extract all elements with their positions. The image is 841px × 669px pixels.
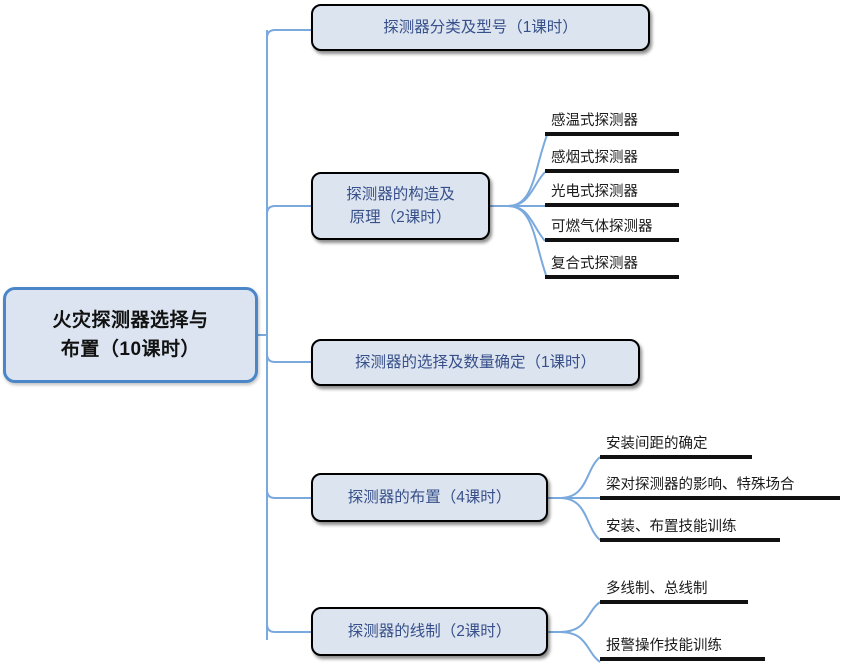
leaf-node-installation-training-label: 安装、布置技能训练 [606,518,737,535]
branch-node-classification[interactable]: 探测器分类及型号（1课时） [311,4,650,51]
root-node-line-1: 火灾探测器选择与 [52,309,209,331]
leaf-underline [600,657,765,661]
leaf-underline [545,238,679,242]
leaf-node-photoelectric-detector-label: 光电式探测器 [551,183,638,200]
leaf-node-combustible-gas-detector[interactable]: 可燃气体探测器 [545,206,679,242]
branch-node-layout[interactable]: 探测器的布置（4课时） [311,473,548,522]
leaf-node-installation-training[interactable]: 安装、布置技能训练 [600,506,780,542]
leaf-underline [600,455,752,459]
leaf-node-temperature-detector[interactable]: 感温式探测器 [545,100,679,136]
leaf-underline [545,169,679,173]
leaf-node-composite-detector-label: 复合式探测器 [551,255,638,272]
leaf-node-photoelectric-detector[interactable]: 光电式探测器 [545,171,679,207]
connector-branch-1 [266,29,311,39]
connector-leaf-2-1 [490,134,548,207]
leaf-underline [600,538,780,542]
branch-node-structure-principle-line-2: 原理（2课时） [349,209,452,226]
branch-node-structure-principle-line-1: 探测器的构造及 [346,185,455,203]
branch-node-selection-quantity[interactable]: 探测器的选择及数量确定（1课时） [311,339,640,386]
leaf-node-multiline-bus-label: 多线制、总线制 [606,580,708,597]
leaf-node-alarm-operation-training[interactable]: 报警操作技能训练 [600,625,765,661]
connector-leaf-2-4 [507,205,546,242]
branch-node-structure-principle[interactable]: 探测器的构造及 原理（2课时） [311,172,490,240]
root-node-label: 火灾探测器选择与 布置（10课时） [52,306,208,365]
leaf-node-composite-detector[interactable]: 复合式探测器 [545,243,679,279]
branch-node-wiring-system-label: 探测器的线制（2课时） [347,622,512,640]
branch-node-classification-label: 探测器分类及型号（1课时） [383,18,578,36]
leaf-underline [545,275,679,279]
connector-branch-5 [266,623,311,633]
leaf-node-combustible-gas-detector-label: 可燃气体探测器 [551,218,653,235]
connector-branch-2 [266,205,311,215]
leaf-underline [600,496,840,500]
connector-leaf-4-3 [559,497,601,541]
root-node-line-2: 布置（10课时） [60,339,201,360]
connector-branch-3 [266,353,311,363]
branch-node-selection-quantity-label: 探测器的选择及数量确定（1课时） [354,353,597,371]
leaf-node-smoke-detector-label: 感烟式探测器 [551,149,638,166]
connector-leaf-5-1 [548,601,601,633]
leaf-node-smoke-detector[interactable]: 感烟式探测器 [545,137,679,173]
leaf-node-beam-influence-label: 梁对探测器的影响、特殊场合 [606,476,795,493]
connector-leaf-4-1 [548,456,601,499]
leaf-node-temperature-detector-label: 感温式探测器 [551,112,638,129]
leaf-node-installation-spacing[interactable]: 安装间距的确定 [600,423,752,459]
leaf-underline [545,203,679,207]
connector-leaf-2-2 [507,171,546,207]
leaf-underline [545,132,679,136]
leaf-underline [600,600,748,604]
leaf-node-alarm-operation-training-label: 报警操作技能训练 [606,637,722,654]
root-node[interactable]: 火灾探测器选择与 布置（10课时） [3,287,258,383]
branch-node-structure-principle-label: 探测器的构造及 原理（2课时） [346,183,455,230]
leaf-node-beam-influence[interactable]: 梁对探测器的影响、特殊场合 [600,464,840,500]
branch-node-layout-label: 探测器的布置（4课时） [347,488,512,506]
connector-leaf-2-5 [507,205,548,279]
leaf-node-multiline-bus[interactable]: 多线制、总线制 [600,568,748,604]
connector-branch-4 [266,489,311,499]
branch-node-wiring-system[interactable]: 探测器的线制（2课时） [311,607,548,656]
connector-leaf-5-2 [559,631,601,663]
leaf-node-installation-spacing-label: 安装间距的确定 [606,435,708,452]
